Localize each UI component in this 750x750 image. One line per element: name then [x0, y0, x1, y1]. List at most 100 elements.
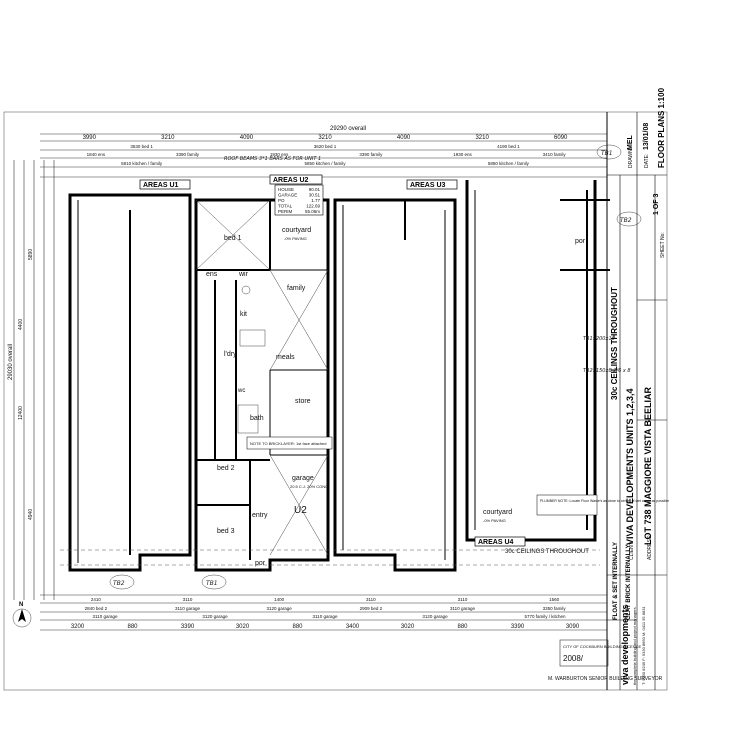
room-entry: entry: [252, 512, 268, 519]
dimension-label: 3120 garage: [267, 606, 293, 611]
date-value: 13/01/08: [643, 123, 650, 150]
dimension-label: 3990: [83, 135, 97, 141]
room-laundry: l'dry: [224, 351, 237, 358]
area-table-label: HOUSE: [278, 187, 294, 192]
room-courtyard-sub: -0% PAVING: [284, 236, 307, 241]
dimension-label: 3210: [318, 135, 332, 141]
dimension-label: 3530 bed 1: [130, 144, 153, 149]
dimension-label: 3390: [511, 624, 525, 630]
dimension-label: 3020: [236, 624, 250, 630]
unit-4-walls: [465, 180, 610, 542]
company-name: viva developments: [620, 604, 630, 685]
dimension-label: 1560: [549, 597, 560, 602]
dimension-label: 3410 family: [543, 152, 567, 157]
plumber-note: PLUMBER NOTE: Locate Floor Waste's as cl…: [540, 499, 669, 503]
dimension-label: 880: [292, 624, 303, 630]
dimension-label: 880: [457, 624, 468, 630]
dimension-label: 1930 ens: [270, 152, 289, 157]
dimension-label: 2840 bed 2: [85, 606, 108, 611]
areas-u3-label: AREAS U3: [410, 182, 446, 189]
room-store: store: [295, 398, 311, 405]
address-value: LOT 738 MAGGIORE VISTA BEELIAR: [643, 386, 653, 545]
svg-text:12400: 12400: [18, 406, 24, 420]
surveyor-name: M. WARBURTON SENIOR BUILDING SURVEYOR: [548, 676, 663, 682]
client-name: VIVA DEVELOPMENTS UNITS 1,2,3,4: [625, 388, 635, 545]
dimension-label: 3390 family: [359, 152, 383, 157]
dimension-label: 880: [127, 624, 138, 630]
tb2-tag-bottom: TB2: [113, 580, 125, 587]
area-table-value: 55.06m: [305, 209, 320, 214]
dimension-label: 3090: [566, 624, 580, 630]
dimension-label: 4190 bed 1: [497, 144, 520, 149]
dimension-label: 3620 bed 1: [314, 144, 337, 149]
stamp-number: 2008/: [563, 654, 584, 663]
areas-u4-label: AREAS U4: [478, 539, 514, 546]
dimension-label: 2909 bed 2: [360, 606, 383, 611]
dimension-label: 1840 ens: [87, 152, 106, 157]
dimension-label: 1400: [274, 597, 285, 602]
dimension-label: 2410: [91, 597, 102, 602]
room-bed-3: bed 3: [217, 528, 235, 535]
dimension-label: 3110 garage: [313, 614, 338, 619]
drawn-label: DRAWN:: [628, 148, 634, 168]
area-table-value: 30.51: [309, 193, 321, 198]
areas-u1-label: AREAS U1: [143, 182, 179, 189]
dimension-label: 3210: [475, 135, 489, 141]
area-labels: AREAS U1 AREAS U2 AREAS U3 AREAS U4: [139, 174, 526, 547]
handwritten-roof-note: ROOF BEAMS 3*1 BARS AS FOR UNIT 1: [224, 156, 321, 162]
room-bed-1: bed 1: [224, 235, 242, 242]
room-porch-u4: por: [575, 238, 586, 245]
drawn-value: MEL: [627, 135, 634, 151]
dimension-label: 3110 garage: [450, 606, 475, 611]
room-labels: bed 1 courtyard -0% PAVING ens wir famil…: [206, 227, 586, 567]
area-table-value: 122.69: [306, 204, 320, 209]
dimension-label: 3110: [183, 597, 193, 602]
room-wc: wc: [237, 388, 245, 394]
dimension-label: 3110 garage: [175, 606, 200, 611]
room-courtyard-u4-sub: -0% PAVING: [483, 518, 506, 523]
clay-brick-note: CLAY BRICK INTERNALLY: [626, 545, 632, 620]
ceilings-note-vertical: 30c CEILINGS THROUGHOUT: [610, 287, 619, 400]
dimension-label: 3390 family: [176, 152, 200, 157]
dimension-label: 5770 family / kitchen: [524, 614, 566, 619]
plan-title: FLOOR PLANS 1:100: [657, 87, 666, 168]
dimension-label: 3400: [346, 624, 360, 630]
room-bath: bath: [250, 415, 264, 422]
bricklayer-note: NOTE TO BRICKLAYER: 1st face attached: [250, 441, 326, 446]
tb1-tag-bottom: TB1: [206, 580, 218, 587]
council-stamp: CITY OF COCKBURN BUILDING LICENCE 2008/ …: [548, 639, 663, 682]
areas-u2-label: AREAS U2: [273, 177, 309, 184]
tb1-spec: TB1: 200x10: [583, 336, 615, 342]
left-dimension-lines: 29030 overall 4400 12400 5890 4940: [8, 160, 55, 600]
dimension-label: 3120 garage: [422, 614, 448, 619]
unit-3-walls: [333, 198, 457, 572]
dimension-label: 3350 family: [543, 606, 567, 611]
dimension-label: 3110: [458, 597, 468, 602]
area-table-label: PERIM: [278, 209, 293, 214]
dimension-label: 1930 ens: [453, 152, 472, 157]
room-family: family: [287, 285, 306, 292]
notes: NOTE TO BRICKLAYER: 1st face attached PL…: [109, 144, 669, 590]
room-courtyard-u4: courtyard: [483, 509, 512, 516]
area-table-value: 90.01: [309, 187, 321, 192]
unit-2-walls: [194, 198, 330, 572]
room-ensuite: ens: [206, 271, 218, 278]
svg-text:5890: 5890: [28, 249, 34, 260]
dimension-label: 3390: [181, 624, 195, 630]
room-garage-sub: 20.5 C.J. 20% CONC: [290, 484, 328, 489]
overall-width-dim: 29290 overall: [330, 126, 366, 132]
area-table-label: TOTAL: [278, 204, 293, 209]
svg-text:CITY OF COCKBURN BUILDING LICE: CITY OF COCKBURN BUILDING LICENCE: [563, 644, 641, 649]
room-wir: wir: [238, 271, 249, 278]
dimension-label: 5850 kitchen / family: [304, 161, 346, 166]
tb2-tag-top: TB2: [620, 217, 632, 224]
dimension-label: 6090: [554, 135, 568, 141]
address-label: ADDRESS:: [647, 534, 653, 560]
north-arrow-icon: N: [12, 602, 32, 628]
sheet-value: 1 OF 3: [653, 193, 660, 215]
float-set-note: FLOAT & SET INTERNALLY: [613, 542, 619, 620]
room-porch: por: [255, 560, 266, 567]
svg-text:4400: 4400: [18, 319, 24, 330]
